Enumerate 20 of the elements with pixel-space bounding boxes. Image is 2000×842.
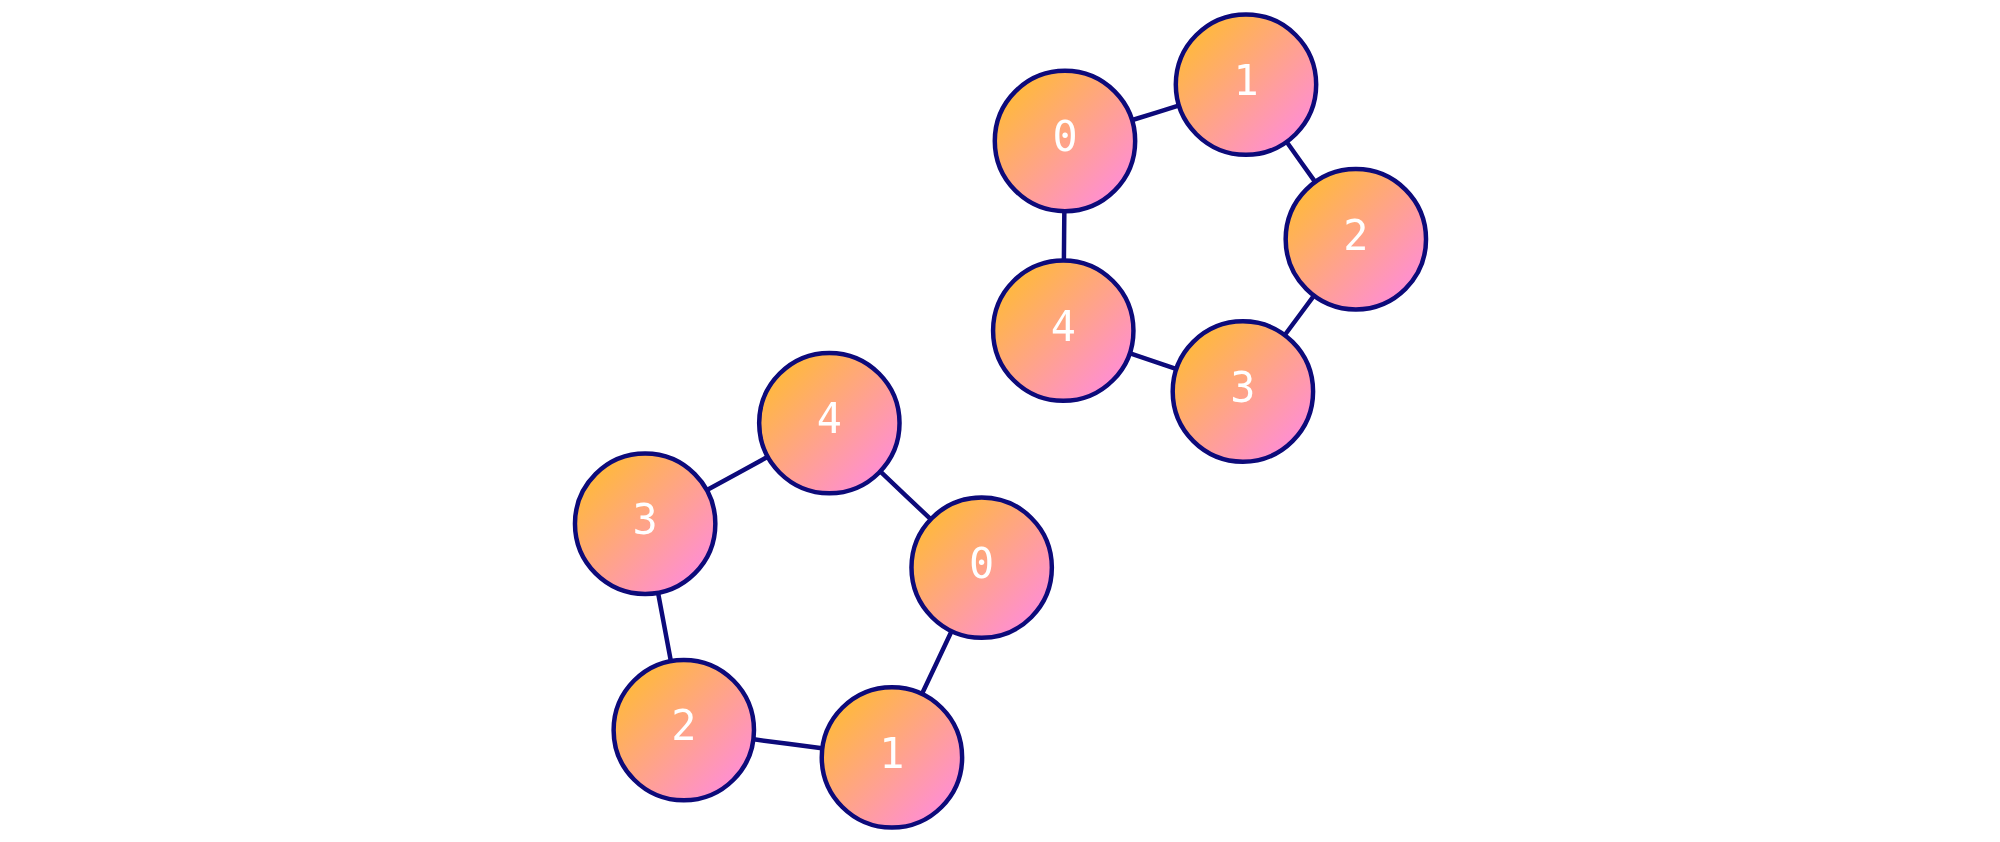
- connector: [753, 737, 822, 751]
- node-circle: 4: [990, 258, 1136, 404]
- node-circle: 4: [756, 350, 902, 496]
- connector: [1129, 351, 1177, 371]
- node-circle: 0: [992, 68, 1137, 214]
- node-circle: 2: [1282, 166, 1428, 312]
- connector: [919, 630, 954, 695]
- connector: [705, 455, 768, 492]
- connector: [1284, 140, 1317, 183]
- node-circle: 1: [1173, 12, 1318, 158]
- node-circle: 1: [819, 684, 964, 830]
- node-circle: 3: [1169, 319, 1315, 464]
- node-circle: 2: [610, 657, 756, 803]
- node-circle: 0: [908, 495, 1054, 640]
- connector: [655, 592, 673, 662]
- connector: [1061, 211, 1067, 260]
- connector: [878, 470, 932, 521]
- connector: [1282, 294, 1316, 337]
- node-circle: 3: [572, 451, 718, 597]
- connector: [1131, 103, 1179, 123]
